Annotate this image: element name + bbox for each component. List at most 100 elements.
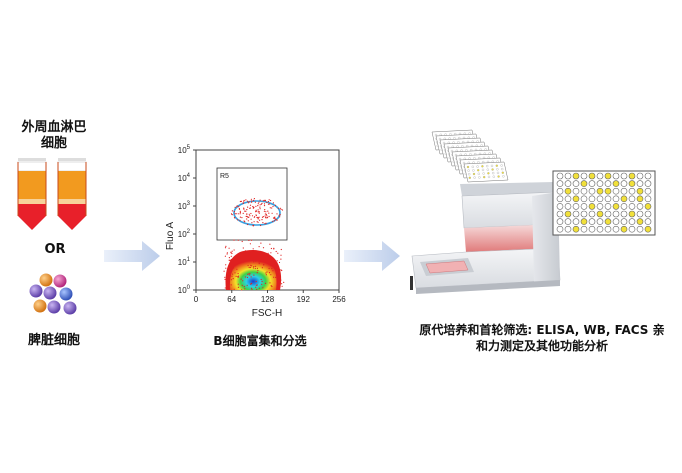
- gated-event-dot: [250, 218, 252, 220]
- plate-well: [588, 218, 596, 225]
- event-dot: [269, 243, 271, 245]
- gated-event-dot: [267, 203, 270, 205]
- gated-event-dot: [251, 215, 254, 217]
- gated-event-dot: [242, 212, 244, 214]
- gated-event-dot: [273, 220, 276, 222]
- microplate-stack: [431, 129, 509, 183]
- right-caption-line2: 和力测定及其他功能分析: [475, 339, 608, 353]
- stacked-plate: [463, 161, 509, 183]
- event-dot: [230, 252, 232, 254]
- event-dot: [252, 251, 254, 254]
- event-dot: [223, 270, 225, 272]
- event-dot: [224, 255, 226, 257]
- event-dot: [244, 251, 246, 253]
- plate-well: [636, 203, 644, 210]
- spleen-cells-cluster: [29, 273, 77, 315]
- gated-event-dot: [273, 217, 275, 219]
- event-dot: [270, 252, 272, 254]
- arrow-right-icon: [344, 241, 400, 271]
- event-dot: [233, 288, 235, 290]
- gated-event-dot: [239, 212, 241, 214]
- gated-event-dot: [247, 200, 249, 202]
- plate-stack-illustration: [431, 129, 509, 183]
- event-dot: [230, 258, 232, 261]
- event-dot: [235, 275, 237, 277]
- plate-well: [580, 187, 588, 195]
- event-dot: [226, 252, 228, 254]
- x-axis-label: FSC-H: [252, 308, 283, 319]
- event-dot: [232, 263, 234, 265]
- event-dot: [270, 264, 272, 266]
- gated-event-dot: [263, 203, 266, 205]
- gated-event-dot: [261, 202, 263, 204]
- event-dot: [234, 272, 236, 274]
- gated-event-dot: [235, 213, 237, 215]
- gated-event-dot: [267, 210, 269, 212]
- event-dot: [236, 268, 238, 270]
- plate-well: [628, 203, 636, 210]
- plate-well: [564, 210, 572, 218]
- gated-event-dot: [240, 200, 242, 202]
- event-dot: [224, 287, 226, 289]
- event-dot: [226, 253, 228, 255]
- gated-event-dot: [238, 208, 241, 210]
- cell: [33, 299, 47, 313]
- gated-event-dot: [264, 213, 266, 215]
- event-dot: [246, 276, 249, 279]
- event-dot: [275, 276, 277, 278]
- event-dot: [250, 266, 252, 269]
- event-dot: [276, 272, 278, 274]
- gated-event-dot: [257, 218, 259, 220]
- plate-well: [588, 172, 596, 180]
- event-dot: [226, 286, 228, 288]
- event-dot: [273, 276, 275, 278]
- event-dot: [251, 252, 253, 254]
- gated-event-dot: [230, 213, 233, 215]
- gated-event-dot: [257, 209, 259, 211]
- plate-well: [644, 203, 652, 210]
- plate-well: [604, 180, 612, 187]
- gated-event-dot: [262, 200, 264, 202]
- event-dot: [280, 269, 282, 271]
- svg-text:192: 192: [297, 295, 311, 304]
- gated-event-dot: [259, 199, 261, 201]
- flow-cytometry-plot: Fluo A 100 101 102 103 104 105 0 64 128 …: [165, 145, 346, 319]
- plate-well: [612, 218, 620, 225]
- plate-well: [644, 172, 652, 180]
- plate-well: [612, 187, 620, 195]
- event-dot: [257, 269, 259, 272]
- gated-event-dot: [262, 222, 264, 224]
- svg-text:256: 256: [332, 295, 346, 304]
- gated-event-dot: [243, 220, 245, 222]
- gated-event-dot: [255, 211, 257, 213]
- event-dot: [258, 261, 260, 263]
- plate-well: [580, 172, 588, 180]
- gated-event-dot: [255, 209, 257, 211]
- plate-well: [644, 225, 652, 233]
- plate-well: [604, 187, 612, 195]
- event-dot: [267, 262, 270, 264]
- event-dot: [251, 282, 253, 284]
- event-dot: [245, 254, 247, 256]
- well-grid: [556, 172, 652, 233]
- gated-event-dot: [268, 212, 270, 214]
- plate-well: [588, 203, 596, 210]
- blood-tube-right: [57, 158, 87, 230]
- event-dot: [233, 239, 235, 241]
- event-dot: [243, 285, 245, 288]
- event-dot: [240, 278, 242, 280]
- gated-event-dot: [251, 200, 253, 202]
- event-dot: [256, 288, 258, 291]
- gated-event-dot: [264, 223, 266, 225]
- event-dot: [281, 283, 283, 285]
- plate-well: [596, 210, 604, 218]
- plate-well: [628, 218, 636, 225]
- gated-event-dot: [239, 219, 241, 221]
- plate-well: [556, 218, 564, 225]
- event-dot: [252, 267, 254, 269]
- event-dot: [241, 251, 244, 253]
- plate-well: [572, 203, 580, 210]
- plate-well: [612, 195, 620, 203]
- event-dot: [280, 258, 282, 260]
- plate-well: [620, 203, 628, 210]
